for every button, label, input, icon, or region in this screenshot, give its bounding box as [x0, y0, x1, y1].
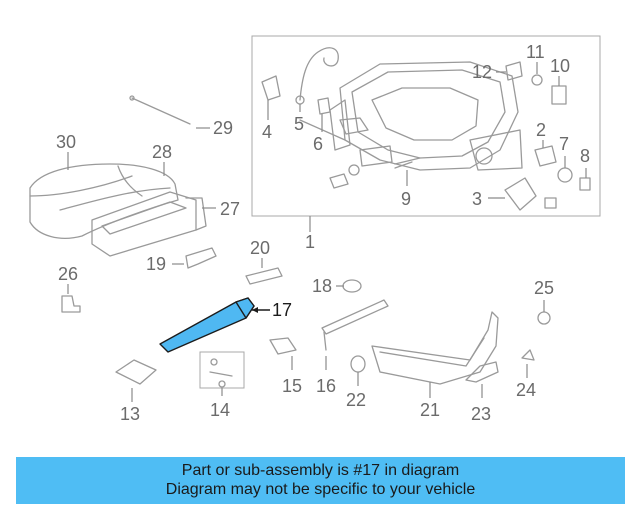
part-29-rod: [129, 95, 210, 129]
part-16-rod: [321, 299, 389, 370]
part-9-pin: [394, 161, 413, 169]
seat-parts-diagram: 1 2 3 4 5 6 7 8 9 10 11 12 13 14 15 16 1…: [29, 35, 601, 424]
part-26-clip: [61, 284, 81, 313]
info-banner: Part or sub-assembly is #17 in diagram D…: [16, 457, 625, 504]
part-28-pad: [91, 162, 197, 257]
callout-17: 17: [272, 300, 292, 320]
seat-frame-box: [251, 35, 601, 217]
callout-3: 3: [472, 189, 482, 209]
callout-29: 29: [213, 118, 233, 138]
part-30-cushion: [29, 152, 179, 239]
part-2-bracket: [534, 145, 557, 167]
callout-6: 6: [313, 134, 323, 154]
part-17-highlighted: [159, 297, 270, 353]
callout-24: 24: [516, 380, 536, 400]
callout-1: 1: [305, 232, 315, 252]
seat-frame-group: [251, 35, 601, 217]
callout-28: 28: [152, 142, 172, 162]
part-18-bolt: [336, 279, 362, 293]
callout-18: 18: [312, 276, 332, 296]
callout-4: 4: [262, 122, 272, 142]
part-21-shield: [371, 311, 499, 398]
callout-30: 30: [56, 132, 76, 152]
callout-7: 7: [559, 134, 569, 154]
callout-26: 26: [58, 264, 78, 284]
part-13-bracket: [115, 359, 157, 402]
part-5-cable: [299, 47, 339, 101]
callout-10: 10: [550, 56, 570, 76]
part-11-nut: [531, 74, 543, 86]
callout-25: 25: [534, 278, 554, 298]
part-8-bolt: [579, 177, 591, 191]
seat-frame-part: [299, 61, 523, 189]
callout-16: 16: [316, 376, 336, 396]
callout-5: 5: [294, 114, 304, 134]
callout-9: 9: [401, 189, 411, 209]
callout-12: 12: [472, 62, 492, 82]
callout-14: 14: [210, 400, 230, 420]
part-12-bracket: [505, 61, 523, 81]
part-19-bracket: [172, 247, 217, 269]
part-7-knob: [557, 167, 573, 183]
banner-line-2: Diagram may not be specific to your vehi…: [165, 481, 476, 498]
callout-13: 13: [120, 404, 140, 424]
callout-15: 15: [282, 376, 302, 396]
part-10-bolt: [551, 85, 567, 105]
part-24-nut: [521, 349, 535, 378]
part-6-clip: [317, 97, 331, 115]
part-23-lever: [465, 361, 499, 398]
callout-8: 8: [580, 146, 590, 166]
banner-line-1: Part or sub-assembly is #17 in diagram: [181, 462, 460, 479]
part-20-trim: [245, 258, 283, 285]
part-22-knob: [350, 355, 366, 386]
part-25-nut: [537, 300, 551, 325]
part-27-trim: [185, 197, 216, 231]
part-15-bracket: [269, 337, 297, 370]
callout-21: 21: [420, 400, 440, 420]
part-14-hardware: [199, 351, 245, 396]
callout-19: 19: [146, 254, 166, 274]
callout-23: 23: [471, 404, 491, 424]
part-4-bracket: [261, 75, 281, 101]
callout-11: 11: [526, 42, 545, 62]
callout-22: 22: [346, 390, 366, 410]
callout-27: 27: [220, 199, 240, 219]
callout-2: 2: [536, 120, 546, 140]
callout-20: 20: [250, 238, 270, 258]
part-3-motor: [504, 177, 537, 211]
